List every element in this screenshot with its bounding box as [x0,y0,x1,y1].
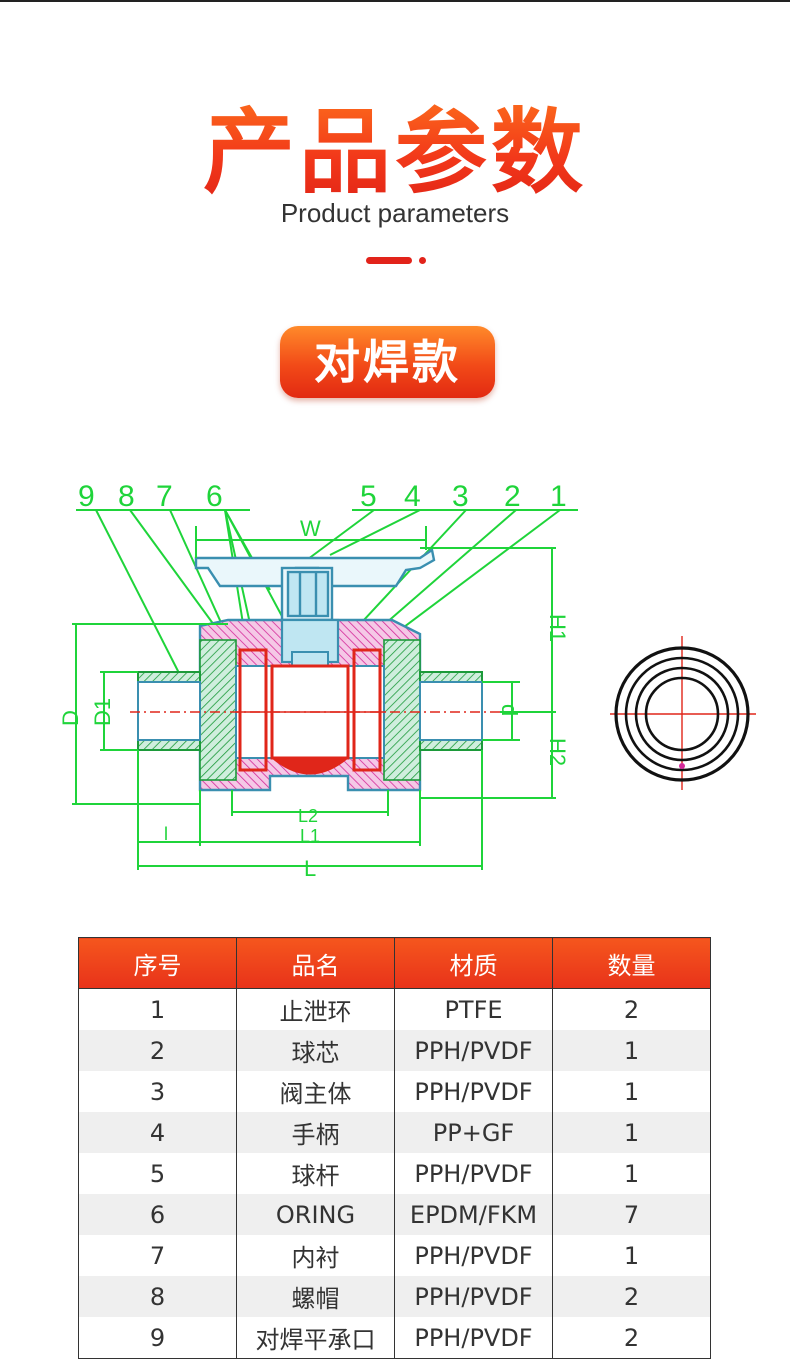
dim-label-d-outer: D [58,710,83,726]
page-subtitle: Product parameters [280,198,510,228]
cell-name: 球杆 [236,1153,395,1194]
part-number-3: 3 [452,480,469,513]
cell-name: 螺帽 [236,1276,395,1317]
cell-index: 9 [78,1317,237,1359]
cell-material: EPDM/FKM [394,1194,553,1235]
table-row: 8 螺帽 PPH/PVDF 2 [78,1276,711,1317]
title-underline-bar [366,257,412,264]
cell-quantity: 1 [552,1235,711,1276]
cell-quantity: 1 [552,1153,711,1194]
dim-label-d1: D1 [90,698,115,726]
parameter-table: 序号 品名 材质 数量 1 止泄环 PTFE 2 2 球芯 PPH/PVDF 1… [78,937,711,1359]
dim-label-h1: H1 [545,614,570,642]
cell-index: 5 [78,1153,237,1194]
header-name: 品名 [236,937,395,989]
cell-name: ORING [236,1194,395,1235]
cell-index: 4 [78,1112,237,1153]
cell-material: PPH/PVDF [394,1030,553,1071]
table-row: 5 球杆 PPH/PVDF 1 [78,1153,711,1194]
cell-quantity: 1 [552,1071,711,1112]
cell-material: PP+GF [394,1112,553,1153]
table-row: 9 对焊平承口 PPH/PVDF 2 [78,1317,711,1359]
cell-material: PPH/PVDF [394,1153,553,1194]
cell-name: 对焊平承口 [236,1317,395,1359]
header-index: 序号 [78,937,237,989]
valve-technical-drawing: 9 8 7 6 5 4 3 2 1 [58,480,756,880]
table-row: 1 止泄环 PTFE 2 [78,988,711,1030]
table-row: 7 内衬 PPH/PVDF 1 [78,1235,711,1276]
table-header-row: 序号 品名 材质 数量 [78,937,711,989]
part-number-5: 5 [360,480,377,513]
part-number-7: 7 [156,480,173,513]
cell-name: 手柄 [236,1112,395,1153]
cell-index: 6 [78,1194,237,1235]
cell-material: PTFE [394,988,553,1030]
cell-material: PPH/PVDF [394,1235,553,1276]
cell-index: 2 [78,1030,237,1071]
dim-label-l: L [304,856,316,880]
cell-index: 1 [78,988,237,1030]
part-number-8: 8 [118,480,135,513]
part-number-1: 1 [550,480,567,513]
table-row: 3 阀主体 PPH/PVDF 1 [78,1071,711,1112]
part-number-6: 6 [206,480,223,513]
page-title: 产品参数 [0,78,790,211]
cell-index: 7 [78,1235,237,1276]
header-quantity: 数量 [552,937,711,989]
cell-name: 阀主体 [236,1071,395,1112]
cell-quantity: 2 [552,988,711,1030]
cell-index: 3 [78,1071,237,1112]
dim-label-w: W [300,516,321,541]
top-rule [0,0,790,2]
table-row: 4 手柄 PP+GF 1 [78,1112,711,1153]
part-number-9: 9 [78,480,95,513]
title-underline-dot [419,257,426,264]
cell-quantity: 1 [552,1112,711,1153]
dim-label-l1: L1 [300,826,320,846]
cell-material: PPH/PVDF [394,1276,553,1317]
cell-quantity: 1 [552,1030,711,1071]
cell-material: PPH/PVDF [394,1071,553,1112]
dim-label-h2: H2 [545,738,570,766]
table-row: 2 球芯 PPH/PVDF 1 [78,1030,711,1071]
dim-label-l2: L2 [298,806,318,826]
dim-label-l-small: l [164,824,168,844]
header-material: 材质 [394,937,553,989]
cell-name: 内衬 [236,1235,395,1276]
part-number-4: 4 [404,480,421,513]
side-view [610,636,756,790]
cell-quantity: 2 [552,1317,711,1359]
cell-quantity: 7 [552,1194,711,1235]
part-number-2: 2 [504,480,521,513]
cell-index: 8 [78,1276,237,1317]
cell-name: 止泄环 [236,988,395,1030]
cell-name: 球芯 [236,1030,395,1071]
cell-quantity: 2 [552,1276,711,1317]
variant-badge: 对焊款 [280,326,495,398]
cell-material: PPH/PVDF [394,1317,553,1359]
table-row: 6 ORING EPDM/FKM 7 [78,1194,711,1235]
dim-label-d-inner: d [497,704,522,716]
